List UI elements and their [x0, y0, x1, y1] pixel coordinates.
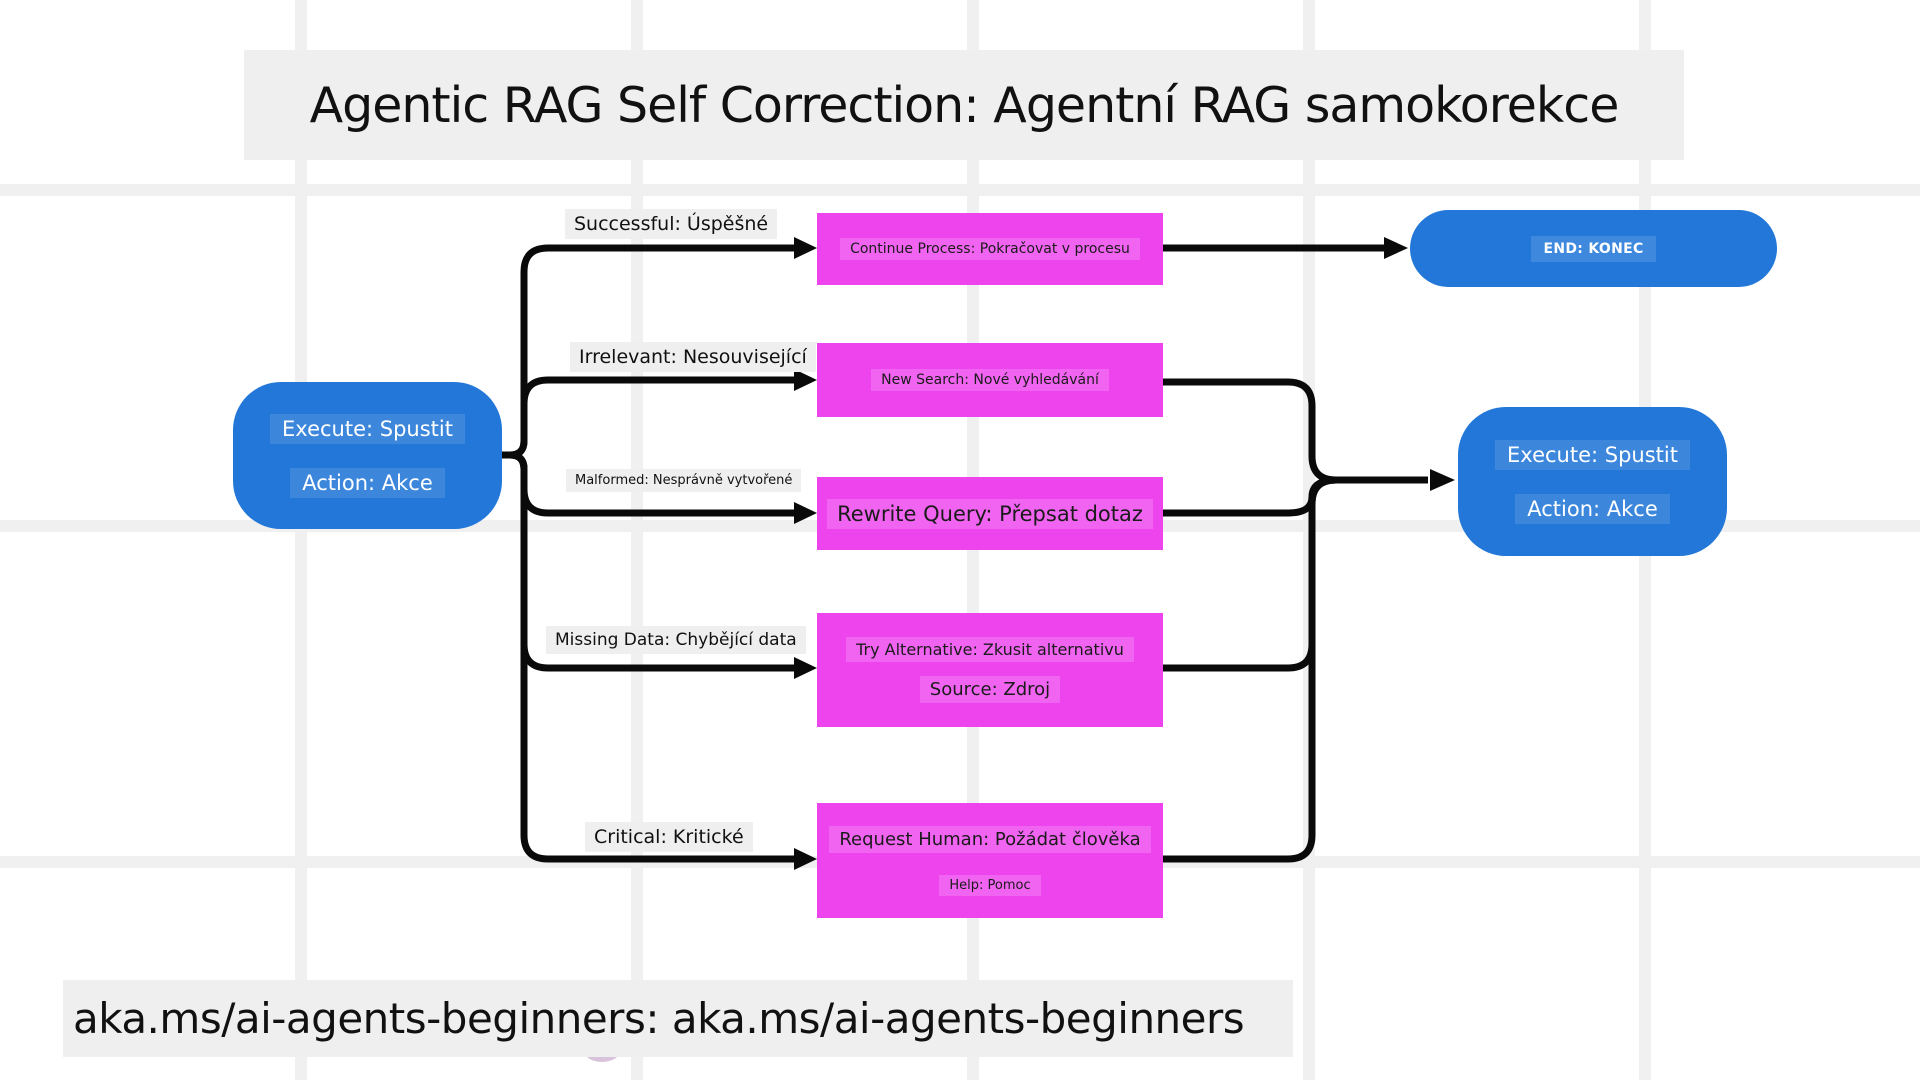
action-box-line: Request Human: Požádat člověka: [829, 825, 1151, 853]
start-node-line2: Action: Akce: [290, 467, 445, 498]
arrowhead-malformed: [794, 502, 817, 524]
branch-label-malformed: Malformed: Nesprávně vytvořené: [566, 469, 802, 492]
action-box-request-human: Request Human: Požádat člověka Help: Pom…: [817, 803, 1163, 918]
action-box-line: Continue Process: Pokračovat v procesu: [840, 238, 1140, 260]
branch-label-critical: Critical: Kritické: [585, 822, 753, 852]
branch-label-successful: Successful: Úspěšné: [565, 209, 778, 239]
action-box-try-alternative: Try Alternative: Zkusit alternativu Sour…: [817, 613, 1163, 727]
execute-node-line1: Execute: Spustit: [1495, 439, 1690, 470]
arrowhead-to-execute: [1430, 469, 1455, 491]
action-box-line: Help: Pomoc: [939, 874, 1041, 896]
action-box-continue-process: Continue Process: Pokračovat v procesu: [817, 213, 1163, 285]
arrowhead-critical: [794, 848, 817, 870]
connector-merge-new-search: [1163, 378, 1428, 484]
footer-link-text: aka.ms/ai-agents-beginners: aka.ms/ai-ag…: [73, 994, 1245, 1043]
branch-label-irrelevant: Irrelevant: Nesouvisející: [570, 342, 816, 372]
action-box-new-search: New Search: Nové vyhledávání: [817, 343, 1163, 417]
execute-node: Execute: Spustit Action: Akce: [1458, 407, 1727, 556]
action-box-line: Source: Zdroj: [919, 676, 1061, 703]
connector-irrelevant: [502, 376, 794, 459]
connector-merge-request-human: [1163, 476, 1337, 863]
execute-node-line2: Action: Akce: [1515, 493, 1670, 524]
end-node-label: END: KONEC: [1531, 235, 1656, 262]
title-banner: Agentic RAG Self Correction: Agentní RAG…: [244, 50, 1684, 160]
action-box-rewrite-query: Rewrite Query: Přepsat dotaz: [817, 477, 1163, 550]
start-node-line1: Execute: Spustit: [270, 413, 465, 444]
branch-label-missing-data: Missing Data: Chybějící data: [546, 626, 806, 654]
arrowhead-to-end: [1384, 237, 1408, 259]
action-box-line: Try Alternative: Zkusit alternativu: [846, 637, 1134, 662]
start-node: Execute: Spustit Action: Akce: [233, 382, 502, 529]
footer-banner: aka.ms/ai-agents-beginners: aka.ms/ai-ag…: [63, 980, 1293, 1057]
page-title: Agentic RAG Self Correction: Agentní RAG…: [309, 76, 1620, 134]
action-box-line: Rewrite Query: Přepsat dotaz: [827, 498, 1153, 529]
arrowhead-missing-data: [794, 657, 817, 679]
arrowhead-successful: [794, 237, 817, 259]
end-node: END: KONEC: [1410, 210, 1777, 287]
arrowhead-irrelevant: [794, 369, 817, 391]
connector-critical: [502, 451, 794, 863]
action-box-line: New Search: Nové vyhledávání: [871, 369, 1109, 391]
